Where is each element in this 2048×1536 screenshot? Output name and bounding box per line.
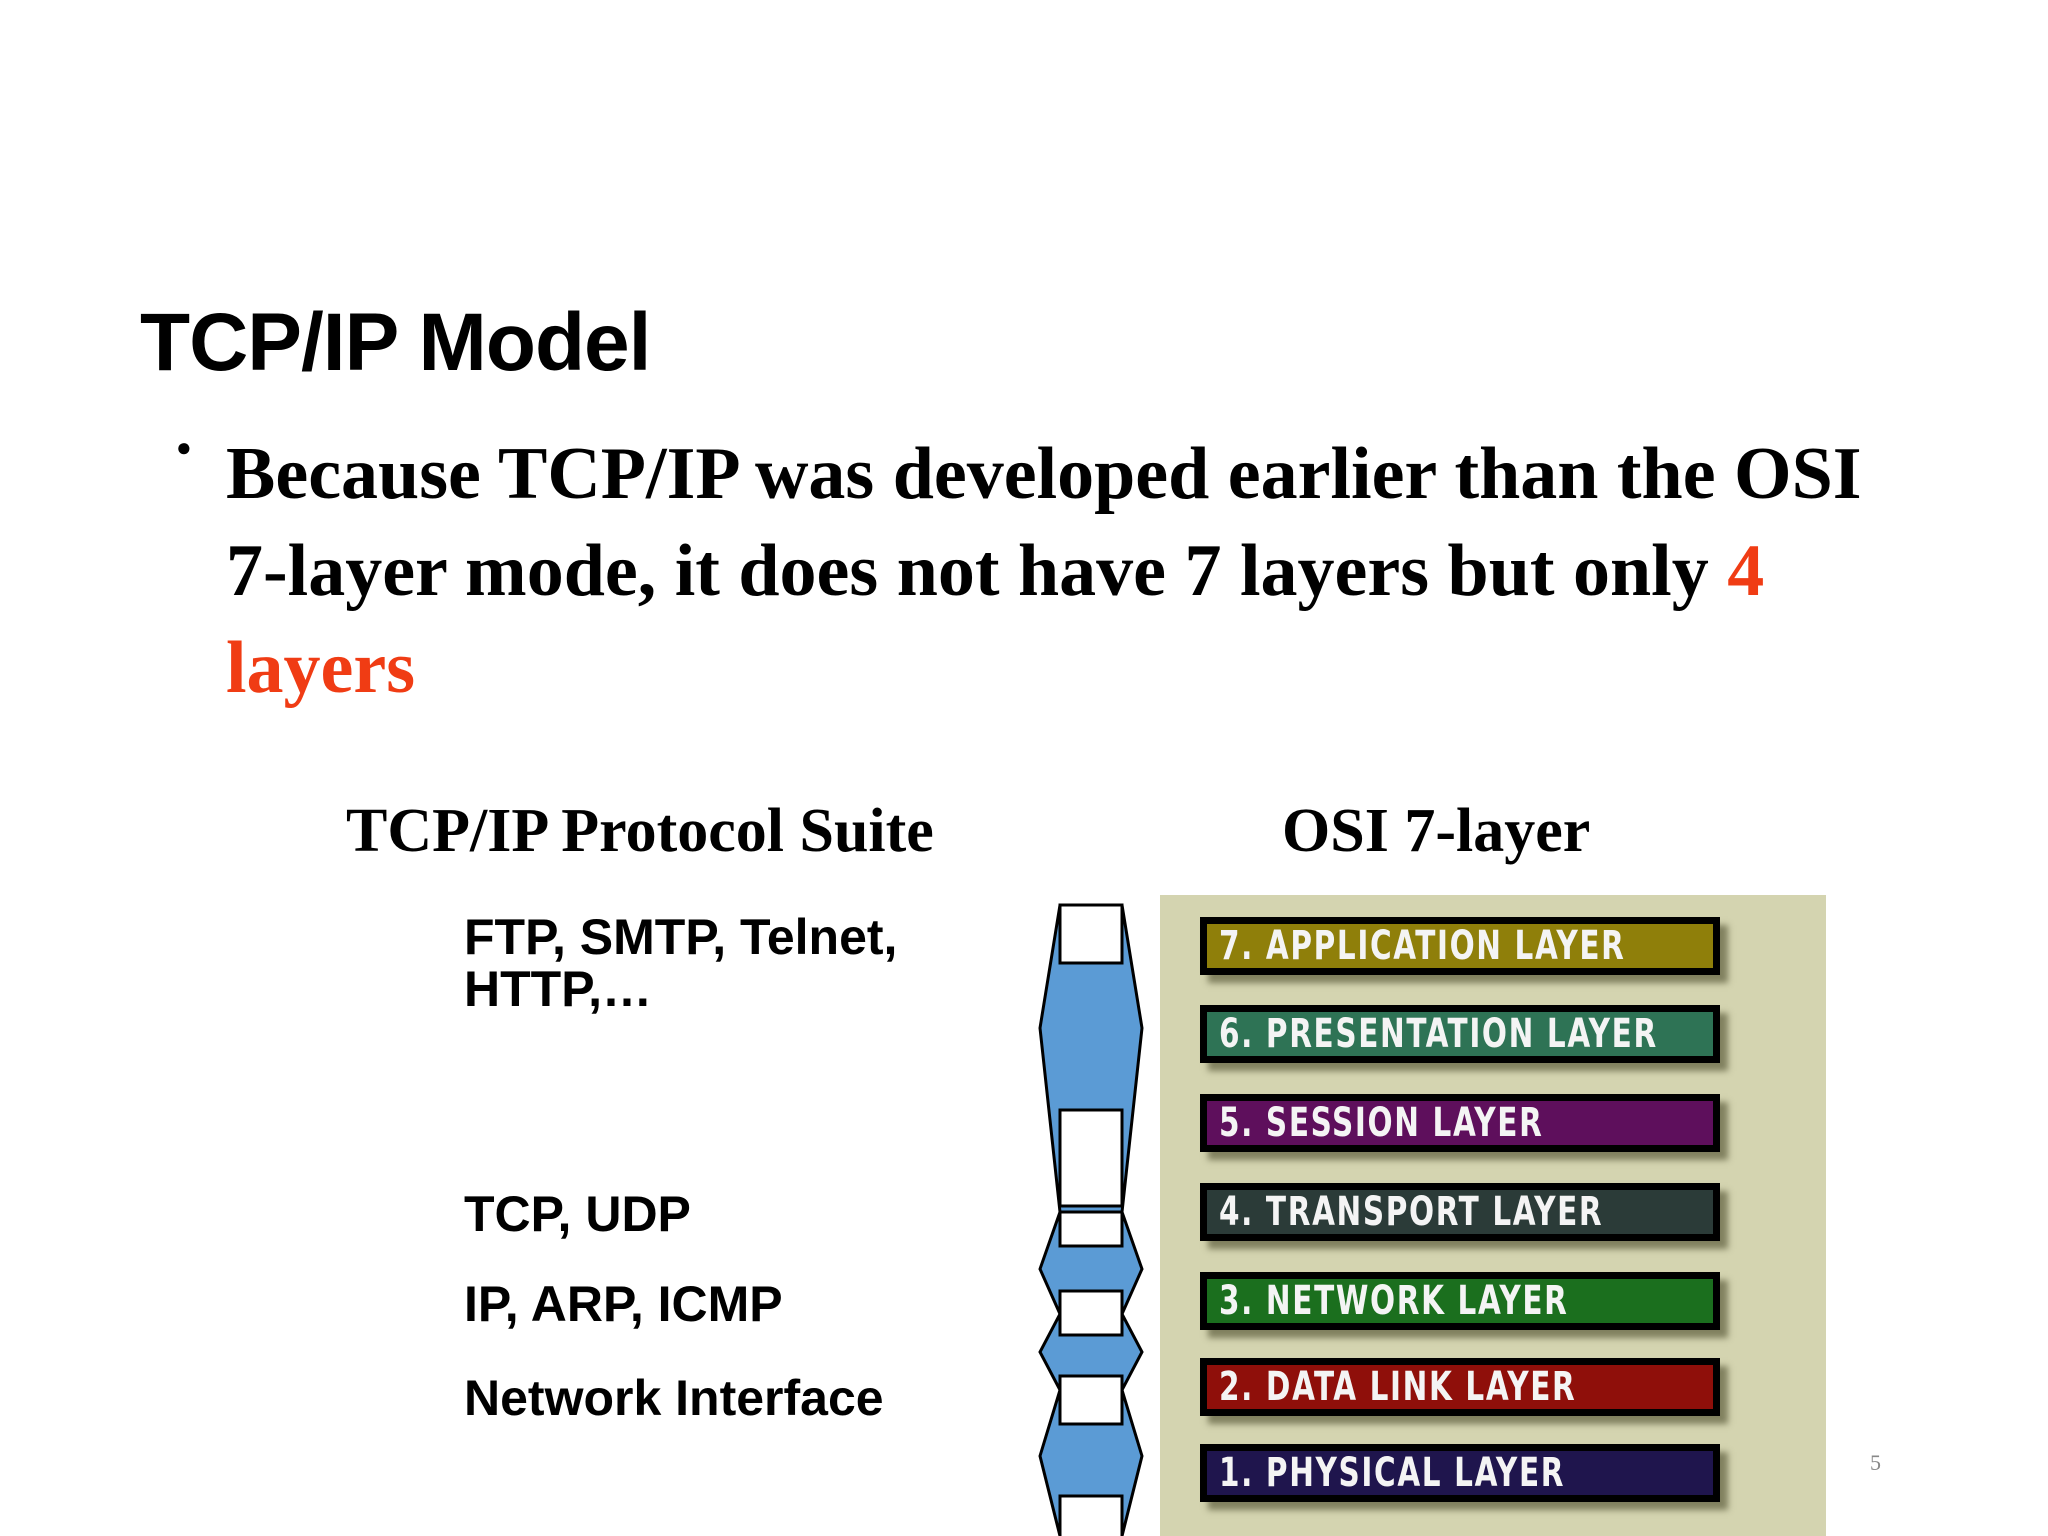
osi-layer-4: 4. TRANSPORT LAYER xyxy=(1200,1183,1720,1241)
page-number: 5 xyxy=(1870,1450,1881,1475)
osi-layer-3: 3. NETWORK LAYER xyxy=(1200,1272,1720,1330)
tcpip-application-protocols: FTP, SMTP, Telnet, HTTP,… xyxy=(464,906,897,1020)
osi-layer-1-label: 1. PHYSICAL LAYER xyxy=(1219,1450,1566,1496)
osi-layer-7-label: 7. APPLICATION LAYER xyxy=(1219,923,1626,969)
osi-heading: OSI 7-layer xyxy=(1282,797,1591,865)
osi-layer-1: 1. PHYSICAL LAYER xyxy=(1200,1444,1720,1502)
osi-layer-3-label: 3. NETWORK LAYER xyxy=(1219,1278,1569,1324)
app-protocols-line1: FTP, SMTP, Telnet, xyxy=(464,909,898,965)
osi-layer-7: 7. APPLICATION LAYER xyxy=(1200,917,1720,975)
osi-layer-4-label: 4. TRANSPORT LAYER xyxy=(1219,1189,1604,1235)
bullet-highlight: 4 layers xyxy=(226,530,1765,709)
tcpip-suite-heading: TCP/IP Protocol Suite xyxy=(346,797,934,865)
osi-layer-5-label: 5. SESSION LAYER xyxy=(1219,1100,1544,1146)
slide-title: TCP/IP Model xyxy=(140,297,651,388)
osi-layer-6: 6. PRESENTATION LAYER xyxy=(1200,1005,1720,1063)
osi-layer-6-label: 6. PRESENTATION LAYER xyxy=(1219,1011,1658,1057)
tcpip-transport-protocols: TCP, UDP xyxy=(464,1186,691,1242)
bullet-text-main: Because TCP/IP was developed earlier tha… xyxy=(226,433,1862,612)
app-protocols-line2: HTTP,… xyxy=(464,961,652,1017)
tcpip-network-interface: Network Interface xyxy=(464,1370,884,1426)
osi-layer-2-label: 2. DATA LINK LAYER xyxy=(1219,1364,1577,1410)
osi-layer-5: 5. SESSION LAYER xyxy=(1200,1094,1720,1152)
osi-layer-2: 2. DATA LINK LAYER xyxy=(1200,1358,1720,1416)
osi-layer-panel: 7. APPLICATION LAYER 6. PRESENTATION LAY… xyxy=(1160,895,1826,1536)
layer-mapping-arrows-icon xyxy=(1038,903,1144,1536)
tcpip-internet-protocols: IP, ARP, ICMP xyxy=(464,1276,783,1332)
bullet-dot-icon: ● xyxy=(176,432,192,462)
bullet-text: Because TCP/IP was developed earlier tha… xyxy=(226,426,1926,717)
